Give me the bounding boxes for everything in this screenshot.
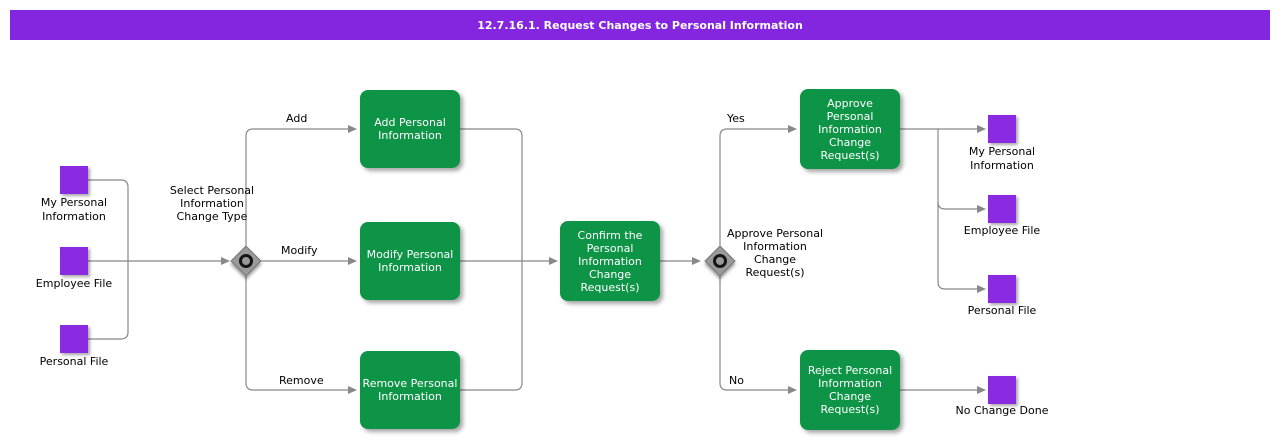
gateway-label-approve-change-requests: Approve Personal Information Change Requ… (726, 227, 824, 279)
arrowhead-icon (788, 386, 797, 394)
connector-line (245, 128, 348, 247)
task-remove-personal-information: Remove Personal Information (360, 351, 460, 429)
arrowhead-icon (549, 257, 558, 265)
arrowhead-icon (977, 125, 986, 133)
edge-label-add: Add (286, 112, 308, 125)
gateway-label-select-change-type: Select Personal Information Change Type (169, 184, 255, 223)
artifact-employee-file-out (988, 195, 1016, 223)
gateway-circle-icon (239, 254, 253, 268)
task-approve-change-requests: Approve Personal Information Change Requ… (800, 89, 900, 169)
connector-gateway2-no (719, 275, 797, 394)
connector-approve-outputs (900, 125, 986, 293)
arrowhead-icon (977, 285, 986, 293)
gateway-circle-icon (713, 254, 727, 268)
connector-line (88, 179, 129, 340)
connector-confirm-to-gateway2 (660, 257, 701, 265)
task-label: Remove Personal Information (362, 377, 458, 403)
artifact-my-personal-information-out (988, 115, 1016, 143)
artifact-label: My Personal Information (968, 145, 1036, 172)
arrowhead-icon (977, 205, 986, 213)
connector-reject-output (900, 386, 986, 394)
connector-line (719, 275, 788, 391)
artifact-label: Personal File (967, 304, 1037, 317)
arrowhead-icon (788, 125, 797, 133)
task-confirm-change-requests: Confirm the Personal Information Change … (560, 221, 660, 301)
arrowhead-icon (977, 386, 986, 394)
arrowhead-icon (348, 125, 357, 133)
task-label: Modify Personal Information (366, 248, 454, 274)
connector-line (460, 261, 523, 391)
connector-line (937, 201, 977, 210)
title-banner: 12.7.16.1. Request Changes to Personal I… (10, 10, 1270, 40)
arrowhead-icon (348, 386, 357, 394)
arrowhead-icon (221, 257, 230, 265)
connector-line (719, 128, 788, 247)
artifact-label: Employee File (35, 277, 113, 290)
artifact-personal-file-in (60, 325, 88, 353)
task-reject-change-requests: Reject Personal Information Change Reque… (800, 350, 900, 430)
artifact-my-personal-information-in (60, 166, 88, 194)
edge-label-modify: Modify (281, 244, 318, 257)
artifact-label: No Change Done (955, 404, 1049, 417)
edge-label-no: No (729, 374, 744, 387)
task-label: Reject Personal Information Change Reque… (807, 364, 893, 416)
arrowhead-icon (692, 257, 701, 265)
connector-line (460, 128, 523, 261)
connector-gateway2-yes (719, 125, 797, 247)
artifact-personal-file-out (988, 275, 1016, 303)
artifact-no-change-done (988, 376, 1016, 404)
task-modify-personal-information: Modify Personal Information (360, 222, 460, 300)
connector-gateway1-modify (261, 257, 357, 265)
gateway-approve-change-requests (704, 245, 736, 277)
task-add-personal-information: Add Personal Information (360, 90, 460, 168)
connector-inputs-merge (88, 179, 230, 340)
task-label: Add Personal Information (374, 116, 446, 142)
task-label: Confirm the Personal Information Change … (577, 228, 643, 294)
page-title: 12.7.16.1. Request Changes to Personal I… (477, 18, 803, 32)
connector-gateway1-remove (245, 275, 357, 394)
arrowhead-icon (348, 257, 357, 265)
connector-line (937, 129, 977, 290)
edge-label-yes: Yes (727, 112, 745, 125)
connector-line (245, 275, 348, 391)
edge-label-remove: Remove (279, 374, 324, 387)
artifact-label: My Personal Information (40, 196, 108, 223)
artifact-employee-file-in (60, 247, 88, 275)
connector-branches-merge (460, 128, 558, 391)
gateway-select-change-type (230, 245, 262, 277)
task-label: Approve Personal Information Change Requ… (818, 96, 882, 162)
artifact-label: Employee File (963, 224, 1041, 237)
artifact-label: Personal File (39, 355, 109, 368)
connector-gateway1-add (245, 125, 357, 247)
